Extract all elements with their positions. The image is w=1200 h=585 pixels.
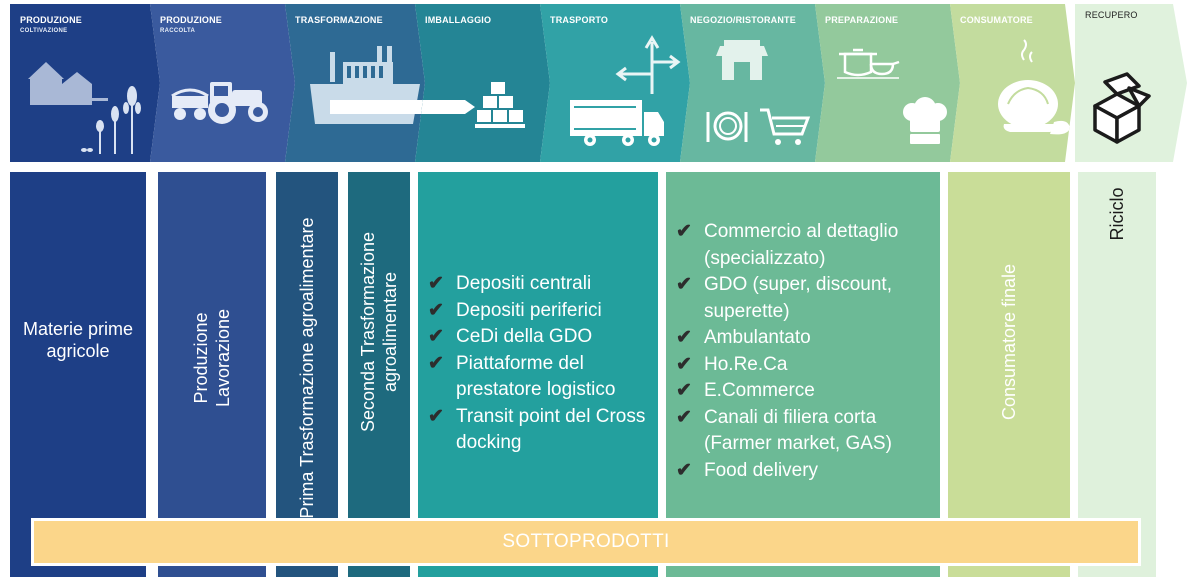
column-label-line1: Produzione <box>191 312 211 404</box>
byproducts-bar: SOTTOPRODOTTI <box>31 518 1141 566</box>
list-item: ✔ Piattaforme del prestatore logistico <box>428 351 656 404</box>
list-item: ✔ Ho.Re.Ca <box>676 352 938 379</box>
column-logistica: ✔ Depositi centrali ✔ Depositi periferici ✔ C… <box>418 172 658 577</box>
stage-raccolta: PRODUZIONE RACCOLTA <box>150 4 295 162</box>
list-item-text: Food delivery <box>704 459 819 481</box>
stage-sub: RACCOLTA <box>160 28 196 34</box>
check-icon: ✔ <box>428 299 444 321</box>
stage-imballaggio: IMBALLAGGIO <box>415 4 550 162</box>
check-icon: ✔ <box>428 326 444 347</box>
dish-icon <box>998 39 1070 135</box>
stage-name: NEGOZIO/RISTORANTE <box>690 15 796 25</box>
stage-negozio: NEGOZIO/RISTORANTE <box>680 4 825 162</box>
list-item-text: Ambulantato <box>704 327 811 348</box>
column-label: Prima Trasformazione agroalimentare <box>297 217 317 519</box>
stage-name: TRASPORTO <box>550 15 609 25</box>
list-item-text: E.Commerce <box>704 380 815 401</box>
column-prima-trasformazione: Prima Trasformazione agroalimentare <box>276 172 338 577</box>
list-item-text: Canali di filiera corta (Farmer market, … <box>704 406 892 455</box>
farm-icon <box>28 62 141 154</box>
check-icon: ✔ <box>676 353 692 375</box>
column-vendita: ✔Commercio al dettaglio (specializzato)✔… <box>666 172 940 577</box>
list-item: ✔ E.Commerce <box>676 378 938 405</box>
column-produzione: Produzione Lavorazione <box>158 172 266 577</box>
stage-name: CONSUMATORE <box>960 15 1033 25</box>
truck-icon <box>570 35 681 146</box>
stage-name: IMBALLAGGIO <box>425 15 492 25</box>
stage-coltivazione: PRODUZIONE COLTIVAZIONE <box>10 4 160 162</box>
tractor-icon <box>171 82 268 124</box>
stage-recupero: RECUPERO <box>1075 4 1187 162</box>
stage-name: PREPARAZIONE <box>825 15 899 25</box>
shop-icon <box>706 40 811 145</box>
column-label: Materie prime agricole <box>22 318 134 361</box>
check-icon: ✔ <box>428 273 444 294</box>
check-icon: ✔ <box>676 459 692 481</box>
column-label: Riciclo <box>1107 187 1127 241</box>
column-label-line1: Seconda Trasformazione <box>358 231 378 433</box>
stage-name: PRODUZIONE <box>20 15 83 25</box>
list-item-text: Transit point del Cross docking <box>456 405 646 454</box>
check-icon: ✔ <box>676 274 692 295</box>
list-item-text: Piattaforme del prestatore logistico <box>456 352 616 401</box>
check-icon: ✔ <box>676 327 692 348</box>
check-icon: ✔ <box>676 380 692 401</box>
vendita-list: ✔Commercio al dettaglio (specializzato)✔… <box>676 219 938 484</box>
list-item-text: Commercio al dettaglio (specializzato) <box>704 221 899 269</box>
byproducts-label: SOTTOPRODOTTI <box>502 531 670 552</box>
list-item: ✔ Ambulantato <box>676 325 938 352</box>
stage-name: RECUPERO <box>1085 10 1138 20</box>
list-item: ✔ Depositi periferici <box>428 298 656 325</box>
column-label-line2: agroalimentare <box>380 271 400 393</box>
stage-name: PRODUZIONE <box>160 15 223 25</box>
list-item-text: Ho.Re.Ca <box>704 353 788 375</box>
list-item: ✔ Canali di filiera corta (Farmer market,… <box>676 405 938 458</box>
cooking-icon <box>837 48 947 144</box>
stage-consumatore: CONSUMATORE <box>950 4 1075 162</box>
check-icon: ✔ <box>428 405 444 427</box>
list-item: ✔ Depositi centrali <box>428 271 656 298</box>
logistica-list: ✔ Depositi centrali ✔ Depositi periferici ✔ C… <box>428 271 656 457</box>
check-icon: ✔ <box>676 406 692 428</box>
check-icon: ✔ <box>428 352 444 374</box>
column-label-line2: Lavorazione <box>213 309 233 408</box>
stage-trasformazione: TRASFORMAZIONE <box>285 4 425 162</box>
check-icon: ✔ <box>676 221 692 242</box>
list-item: ✔ Commercio al dettaglio (specializzato) <box>676 219 938 272</box>
column-label: Consumatore finale <box>999 264 1019 421</box>
stage-name: TRASFORMAZIONE <box>295 15 383 25</box>
factory-icon <box>310 46 425 124</box>
column-materie-prime: Materie prime agricole <box>10 172 146 577</box>
list-item: ✔ Transit point del Cross docking <box>428 404 656 457</box>
column-seconda-trasformazione: Seconda Trasformazione agroalimentare <box>348 172 410 577</box>
list-item-text: Depositi centrali <box>456 273 592 294</box>
packaging-icon <box>415 82 525 128</box>
list-item-text: GDO (super, discount, superette) <box>704 274 892 322</box>
recycle-box-icon <box>1093 72 1151 144</box>
stage-trasporto: TRASPORTO <box>540 4 690 162</box>
list-item: ✔ Food delivery <box>676 458 938 485</box>
column-riciclo: Riciclo <box>1078 172 1156 577</box>
list-item: ✔ CeDi della GDO <box>428 324 656 351</box>
column-consumatore: Consumatore finale <box>948 172 1070 577</box>
stage-sub: COLTIVAZIONE <box>20 28 68 34</box>
list-item-text: CeDi della GDO <box>456 326 593 347</box>
list-item: ✔ GDO (super, discount, superette) <box>676 272 938 325</box>
stage-preparazione: PREPARAZIONE <box>815 4 960 162</box>
list-item-text: Depositi periferici <box>456 299 602 321</box>
